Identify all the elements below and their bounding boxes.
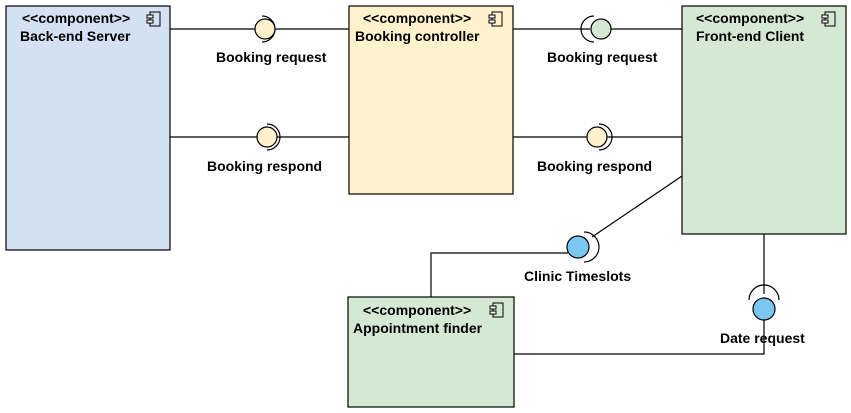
appointment-finder-component[interactable]: <<component>> Appointment finder bbox=[347, 296, 515, 408]
lollipop-ball[interactable] bbox=[256, 126, 278, 148]
label-clinic-timeslots: Clinic Timeslots bbox=[524, 268, 631, 284]
label-left-booking-request: Booking request bbox=[216, 49, 327, 65]
interface-date-request[interactable]: Date request bbox=[720, 284, 805, 346]
controller-name: Booking controller bbox=[355, 28, 480, 44]
wire-client-to-timeslots bbox=[591, 175, 683, 238]
backend-server-box[interactable] bbox=[5, 5, 171, 251]
component-icon bbox=[488, 11, 503, 27]
lollipop-ball[interactable] bbox=[590, 18, 612, 40]
component-icon bbox=[821, 11, 836, 27]
controller-stereotype: <<component>> bbox=[363, 10, 471, 26]
finder-stereotype: <<component>> bbox=[363, 302, 471, 318]
lollipop-ball[interactable] bbox=[566, 235, 590, 259]
label-date-request: Date request bbox=[720, 330, 805, 346]
appointment-finder-box[interactable] bbox=[347, 296, 515, 408]
socket-arc bbox=[580, 15, 595, 43]
interface-left-request[interactable]: Booking request bbox=[216, 15, 327, 65]
frontend-client-box[interactable] bbox=[681, 5, 847, 235]
label-right-booking-respond: Booking respond bbox=[537, 158, 652, 174]
socket-arc bbox=[598, 123, 613, 151]
socket-arc bbox=[583, 231, 600, 263]
lollipop-ball[interactable] bbox=[752, 297, 776, 321]
component-icon bbox=[489, 302, 504, 318]
label-right-booking-request: Booking request bbox=[547, 49, 658, 65]
interface-right-request[interactable]: Booking request bbox=[547, 15, 658, 65]
backend-name: Back-end Server bbox=[20, 28, 131, 44]
lollipop-ball[interactable] bbox=[254, 18, 276, 40]
backend-server-component[interactable]: <<component>> Back-end Server bbox=[5, 5, 171, 251]
socket-arc bbox=[266, 123, 281, 151]
frontend-client-component[interactable]: <<component>> Front-end Client bbox=[681, 5, 847, 235]
wire-finder-to-date bbox=[514, 320, 765, 355]
booking-controller-component[interactable]: <<component>> Booking controller bbox=[348, 5, 514, 195]
backend-stereotype: <<component>> bbox=[22, 10, 130, 26]
wire-finder-to-timeslots bbox=[430, 252, 568, 297]
lollipop-ball[interactable] bbox=[586, 126, 608, 148]
finder-name: Appointment finder bbox=[353, 320, 483, 336]
connectors bbox=[170, 28, 765, 355]
booking-controller-box[interactable] bbox=[348, 5, 514, 195]
interface-right-respond[interactable]: Booking respond bbox=[537, 123, 652, 174]
component-icon bbox=[146, 11, 161, 27]
interface-clinic-timeslots[interactable]: Clinic Timeslots bbox=[524, 231, 631, 284]
label-left-booking-respond: Booking respond bbox=[207, 158, 322, 174]
client-name: Front-end Client bbox=[696, 28, 804, 44]
socket-arc bbox=[748, 284, 780, 301]
client-stereotype: <<component>> bbox=[696, 10, 804, 26]
interface-left-respond[interactable]: Booking respond bbox=[207, 123, 322, 174]
